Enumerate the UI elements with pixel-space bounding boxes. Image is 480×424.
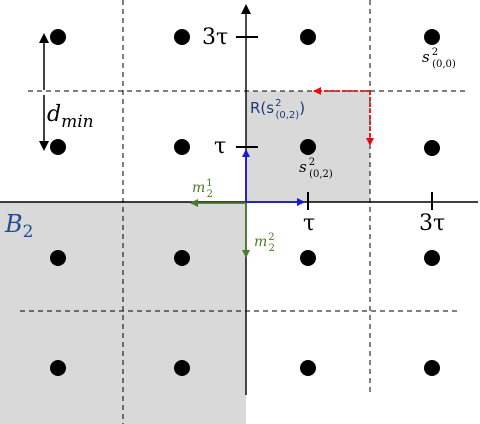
point bbox=[174, 29, 190, 45]
point bbox=[300, 360, 316, 376]
r-function-label: R(s2(0,2)) bbox=[250, 98, 305, 121]
point bbox=[424, 29, 440, 45]
dashed-grid bbox=[20, 0, 468, 424]
point bbox=[300, 29, 316, 45]
x-tick-label-3tau: 3τ bbox=[419, 211, 445, 236]
constellation-points bbox=[50, 29, 440, 376]
point bbox=[424, 140, 440, 156]
y-tick-label-tau: τ bbox=[214, 134, 226, 159]
dmin-label: dmin bbox=[47, 102, 94, 132]
point bbox=[174, 360, 190, 376]
point bbox=[300, 139, 316, 155]
point bbox=[50, 250, 66, 266]
point bbox=[50, 139, 66, 155]
axis-ticks bbox=[236, 36, 433, 210]
point bbox=[424, 360, 440, 376]
y-tick-label-3tau: 3τ bbox=[202, 25, 228, 50]
point bbox=[300, 250, 316, 266]
point bbox=[50, 360, 66, 376]
point bbox=[424, 250, 440, 266]
point bbox=[174, 250, 190, 266]
region-b2-label: B2 bbox=[4, 210, 33, 242]
x-tick-label-tau: τ bbox=[303, 211, 315, 236]
point bbox=[174, 139, 190, 155]
point bbox=[50, 29, 66, 45]
